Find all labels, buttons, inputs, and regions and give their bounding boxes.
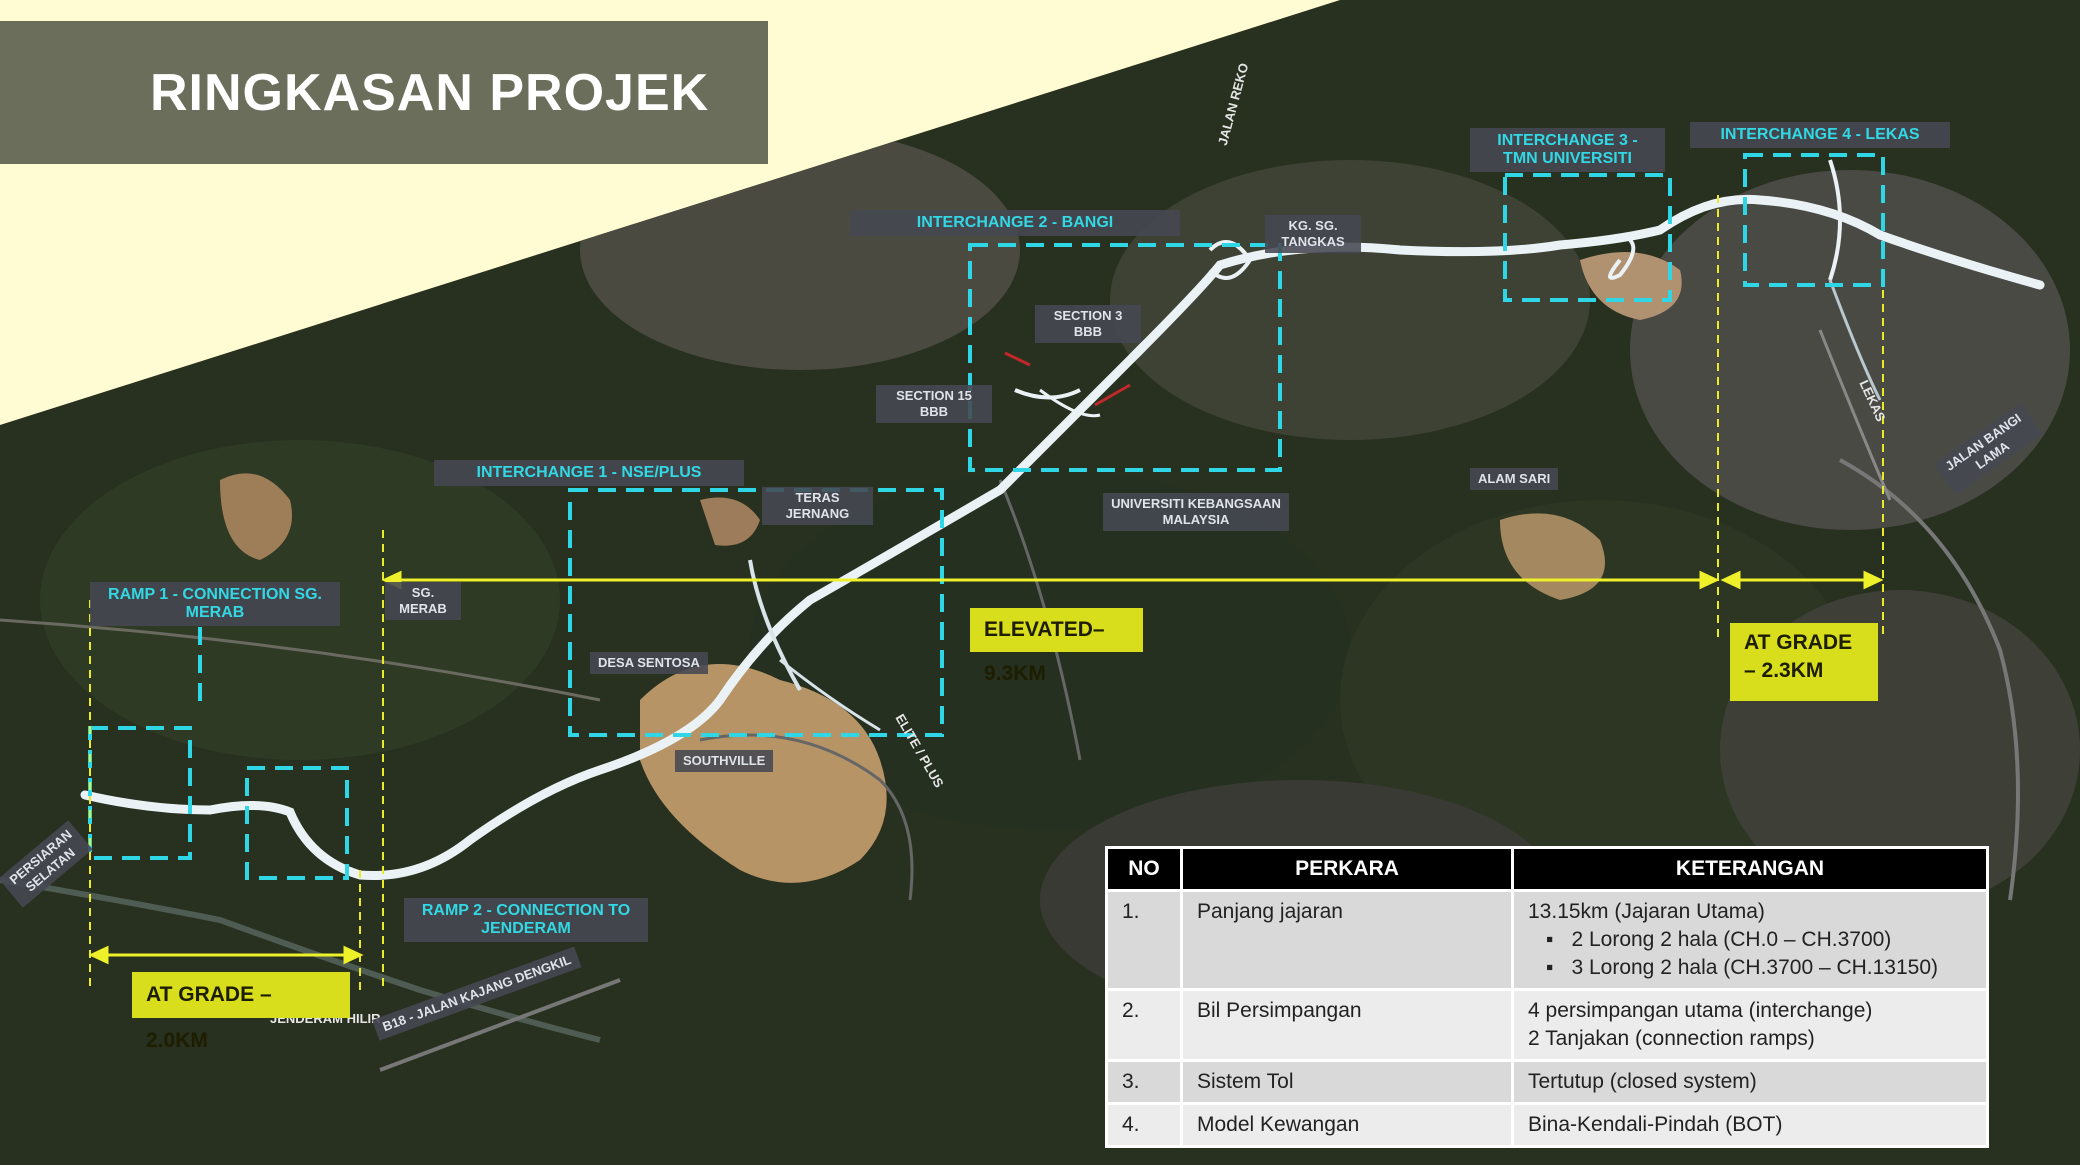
row-3-desc: Tertutup (closed system) — [1511, 1059, 1989, 1105]
label-interchange-2: INTERCHANGE 2 - BANGI — [850, 210, 1180, 236]
label-at-grade-west: AT GRADE – 2.0KM — [132, 972, 350, 1052]
label-elevated: ELEVATED– 9.3KM — [970, 608, 1143, 685]
row-1-item: Panjang jajaran — [1180, 889, 1514, 991]
label-section-3: SECTION 3 BBB — [1035, 305, 1141, 343]
label-ramp-1-text: RAMP 1 - CONNECTION SG. MERAB — [108, 586, 322, 621]
row-1-desc: 13.15km (Jajaran Utama) 2 Lorong 2 hala … — [1511, 889, 1989, 991]
label-at-grade-east: AT GRADE – 2.3KM — [1730, 623, 1878, 701]
label-sg-merab: SG. MERAB — [385, 582, 461, 620]
label-section-15: SECTION 15 BBB — [876, 385, 992, 423]
row-4-desc: Bina-Kendali-Pindah (BOT) — [1511, 1102, 1989, 1148]
row-1-desc-main: 13.15km (Jajaran Utama) — [1528, 900, 1765, 923]
label-ramp-2: RAMP 2 - CONNECTION TO JENDERAM — [404, 898, 648, 942]
page-title: RINGKASAN PROJEK — [150, 63, 710, 122]
label-interchange-4: INTERCHANGE 4 - LEKAS — [1690, 122, 1950, 148]
label-kg-sg-tangkas: KG. SG. TANGKAS — [1265, 215, 1361, 253]
row-2-desc-line-1: 4 persimpangan utama (interchange) — [1528, 999, 1873, 1022]
table-row: 4. Model Kewangan Bina-Kendali-Pindah (B… — [1105, 1102, 1989, 1148]
row-4-no: 4. — [1105, 1102, 1183, 1148]
label-ramp-1: RAMP 1 - CONNECTION SG. MERAB — [90, 582, 340, 626]
row-2-desc: 4 persimpangan utama (interchange) 2 Tan… — [1511, 988, 1989, 1062]
table-header-keterangan: KETERANGAN — [1511, 846, 1989, 892]
row-4-item: Model Kewangan — [1180, 1102, 1514, 1148]
table-row: 1. Panjang jajaran 13.15km (Jajaran Utam… — [1105, 889, 1989, 991]
label-ramp-2-text: RAMP 2 - CONNECTION TO JENDERAM — [421, 902, 631, 937]
label-southville: SOUTHVILLE — [675, 750, 774, 772]
table-header-no: NO — [1105, 846, 1183, 892]
table-row: 2. Bil Persimpangan 4 persimpangan utama… — [1105, 988, 1989, 1062]
label-interchange-3-text: INTERCHANGE 3 - TMN UNIVERSITI — [1497, 132, 1638, 167]
row-1-bullet-2: 3 Lorong 2 hala (CH.3700 – CH.13150) — [1550, 954, 1972, 982]
label-ukm: UNIVERSITI KEBANGSAAN MALAYSIA — [1103, 493, 1289, 531]
label-at-grade-east-text: AT GRADE – 2.3KM — [1744, 631, 1853, 682]
table-header-row: NO PERKARA KETERANGAN — [1105, 846, 1989, 892]
label-alam-sari: ALAM SARI — [1470, 468, 1559, 490]
table-header-perkara: PERKARA — [1180, 846, 1514, 892]
row-2-no: 2. — [1105, 988, 1183, 1062]
table-row: 3. Sistem Tol Tertutup (closed system) — [1105, 1059, 1989, 1105]
label-interchange-3: INTERCHANGE 3 - TMN UNIVERSITI — [1470, 128, 1665, 172]
row-2-desc-line-2: 2 Tanjakan (connection ramps) — [1528, 1027, 1815, 1050]
row-2-item: Bil Persimpangan — [1180, 988, 1514, 1062]
row-3-no: 3. — [1105, 1059, 1183, 1105]
row-1-bullet-1: 2 Lorong 2 hala (CH.0 – CH.3700) — [1550, 926, 1972, 954]
row-1-no: 1. — [1105, 889, 1183, 991]
row-3-item: Sistem Tol — [1180, 1059, 1514, 1105]
label-desa-sentosa: DESA SENTOSA — [590, 652, 708, 674]
label-teras-jernang: TERAS JERNANG — [762, 487, 873, 525]
title-banner: RINGKASAN PROJEK — [0, 21, 768, 164]
project-summary-table: NO PERKARA KETERANGAN 1. Panjang jajaran… — [1105, 846, 1989, 1148]
label-interchange-1: INTERCHANGE 1 - NSE/PLUS — [434, 460, 744, 486]
row-1-bullets: 2 Lorong 2 hala (CH.0 – CH.3700) 3 Loron… — [1528, 926, 1972, 982]
